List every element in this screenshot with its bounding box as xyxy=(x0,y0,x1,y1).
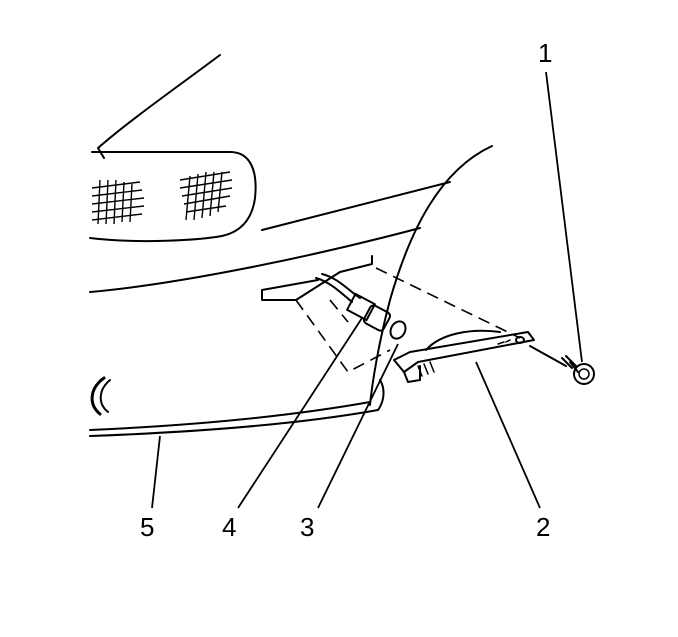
tail-lamp-hatching xyxy=(91,171,233,225)
callout-2: 2 xyxy=(536,512,550,542)
callout-3: 3 xyxy=(300,512,314,542)
leader-4 xyxy=(237,317,363,509)
lamp-bracket xyxy=(393,329,535,383)
bulb-socket xyxy=(315,273,407,340)
screw-fastener xyxy=(329,267,595,385)
leader-3 xyxy=(317,343,399,509)
callout-5: 5 xyxy=(140,512,154,542)
callout-1: 1 xyxy=(538,38,552,68)
leader-2 xyxy=(475,361,541,509)
lamp-opening xyxy=(261,255,391,374)
leader-5 xyxy=(151,435,161,509)
leader-1 xyxy=(545,71,583,363)
callout-labels: 1 2 3 4 5 xyxy=(140,38,552,542)
rear-fascia xyxy=(89,54,493,437)
leader-lines xyxy=(151,71,583,509)
callout-4: 4 xyxy=(222,512,236,542)
